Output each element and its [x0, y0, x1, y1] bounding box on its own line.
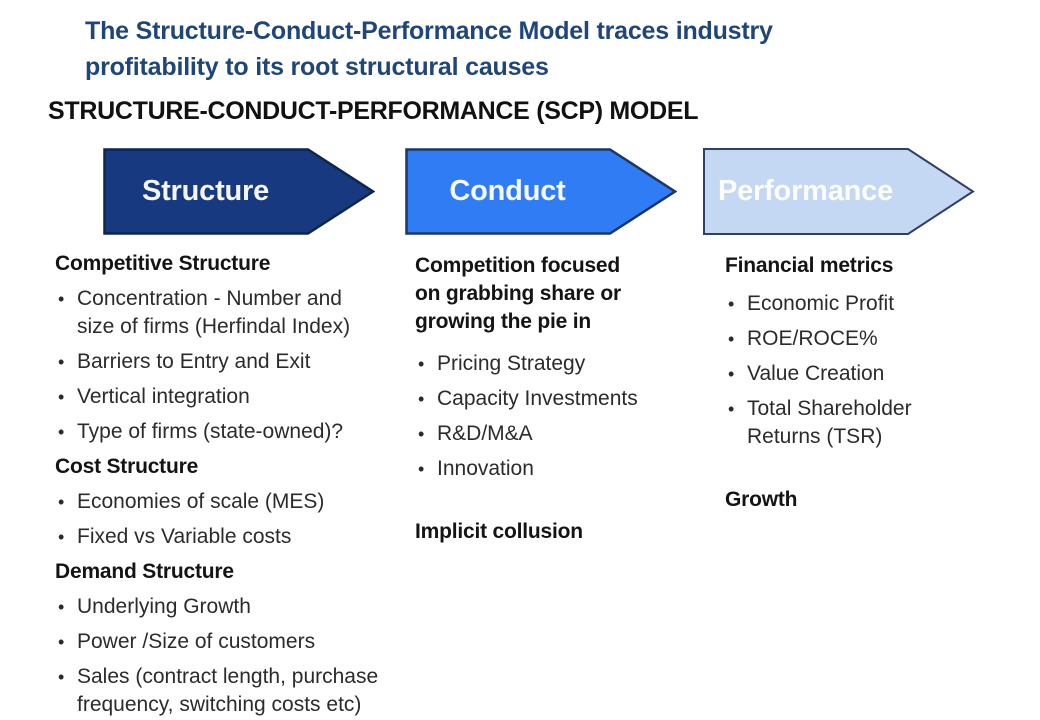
performance-column: Financial metricsEconomic ProfitROE/ROCE… [725, 252, 987, 521]
bullet-item: Value Creation [725, 360, 987, 388]
bullet-item: Pricing Strategy [415, 350, 665, 378]
bullet-item: Economies of scale (MES) [55, 488, 395, 516]
scp-model-heading: STRUCTURE-CONDUCT-PERFORMANCE (SCP) MODE… [48, 97, 699, 125]
structure-arrow-label: Structure [141, 175, 270, 207]
bullet-item: Total Shareholder Returns (TSR) [725, 395, 987, 451]
bullet-item: Power /Size of customers [55, 628, 395, 656]
bullet-item: Capacity Investments [415, 385, 665, 413]
bullet-item: Barriers to Entry and Exit [55, 348, 395, 376]
column-subheader: Cost Structure [55, 455, 199, 478]
conduct-arrow-label: Conduct [449, 175, 566, 207]
bullet-item: Innovation [415, 455, 665, 483]
structure-arrow-shape: Structure [103, 148, 375, 235]
arrow-right-icon [405, 148, 677, 235]
column-subheader: Demand Structure [55, 560, 234, 583]
structure-column: Competitive StructureConcentration - Num… [55, 250, 395, 720]
bullet-item: Concentration - Number and size of firms… [55, 285, 395, 341]
arrow-right-icon [703, 148, 975, 235]
bullet-item: Sales (contract length, purchase frequen… [55, 663, 395, 719]
arrow-right-icon [103, 148, 375, 235]
bullet-item: Type of firms (state-owned)? [55, 418, 395, 446]
column-spacer [725, 458, 987, 479]
bullet-item: Economic Profit [725, 290, 987, 318]
column-spacer [415, 490, 665, 511]
column-subheader: Implicit collusion [415, 520, 583, 543]
column-subheader: Financial metrics [725, 254, 894, 277]
performance-arrow-shape: Performance [703, 148, 975, 235]
bullet-item: Fixed vs Variable costs [55, 523, 395, 551]
bullet-item: R&D/M&A [415, 420, 665, 448]
bullet-item: Underlying Growth [55, 593, 395, 621]
column-subheader: Growth [725, 488, 798, 511]
column-subheader: Competitive Structure [55, 252, 271, 275]
column-subheader: Competition focused on grabbing share or… [415, 254, 622, 333]
performance-arrow-label: Performance [717, 175, 894, 207]
bullet-item: ROE/ROCE% [725, 325, 987, 353]
slide-title: The Structure-Conduct-Performance Model … [85, 17, 773, 81]
conduct-column: Competition focused on grabbing share or… [415, 252, 665, 553]
bullet-item: Vertical integration [55, 383, 395, 411]
conduct-arrow-shape: Conduct [405, 148, 677, 235]
